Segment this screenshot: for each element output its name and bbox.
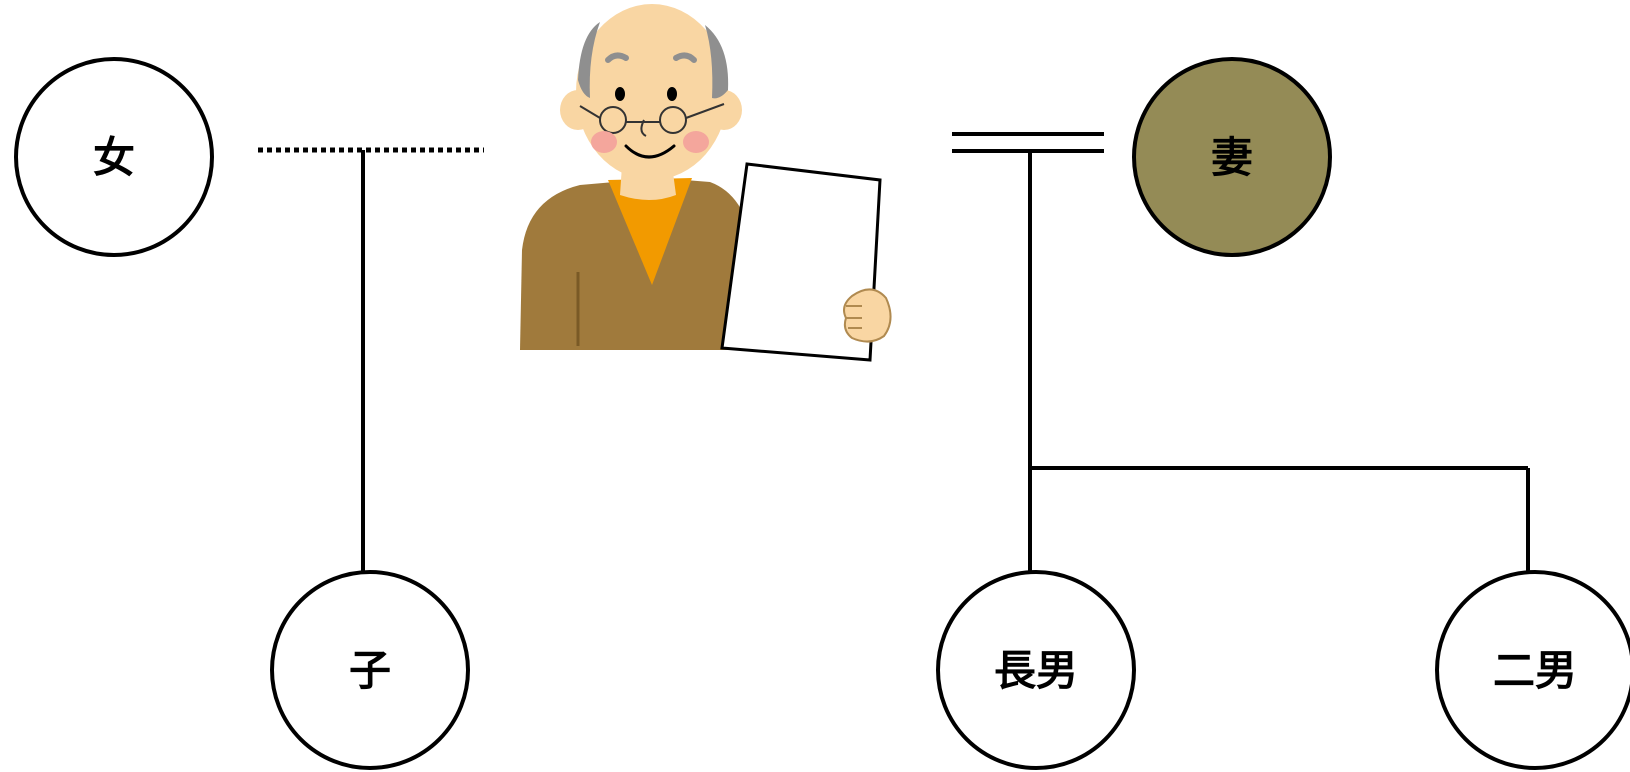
node-woman: 女 (14, 57, 214, 257)
left-eyebrow (605, 52, 629, 63)
right-cheek (683, 131, 709, 153)
right-eyebrow (673, 52, 697, 63)
node-woman-label: 女 (93, 133, 135, 182)
nose (640, 119, 647, 137)
hair-left (578, 22, 600, 98)
hair-right (705, 25, 729, 99)
right-lens (659, 106, 687, 134)
node-eldest-son: 長男 (936, 570, 1136, 770)
node-wife-label: 妻 (1211, 133, 1253, 182)
node-second-son-circle (1435, 570, 1630, 770)
document-paper (720, 162, 882, 362)
node-child-label: 子 (349, 646, 391, 695)
glasses-arm-left (579, 105, 601, 119)
node-wife-circle (1132, 57, 1332, 257)
node-woman-circle (14, 57, 214, 257)
smile (624, 144, 676, 159)
node-eldest-son-label: 長男 (994, 646, 1078, 695)
shirt (608, 178, 692, 285)
left-cheek (591, 131, 617, 153)
left-eye (615, 87, 625, 101)
node-wife: 妻 (1132, 57, 1332, 257)
node-second-son-label: 二男 (1493, 646, 1577, 695)
node-child: 子 (270, 570, 470, 770)
node-child-circle (270, 570, 470, 770)
hand (843, 288, 892, 343)
glasses-arm-right (685, 103, 725, 119)
hand-finger-lines (845, 305, 862, 329)
node-eldest-son-circle (936, 570, 1136, 770)
head (576, 4, 728, 180)
elderly-man-holding-document-icon (520, 4, 892, 362)
right-eye (667, 87, 677, 101)
left-lens (599, 106, 627, 134)
node-second-son: 二男 (1435, 570, 1630, 770)
